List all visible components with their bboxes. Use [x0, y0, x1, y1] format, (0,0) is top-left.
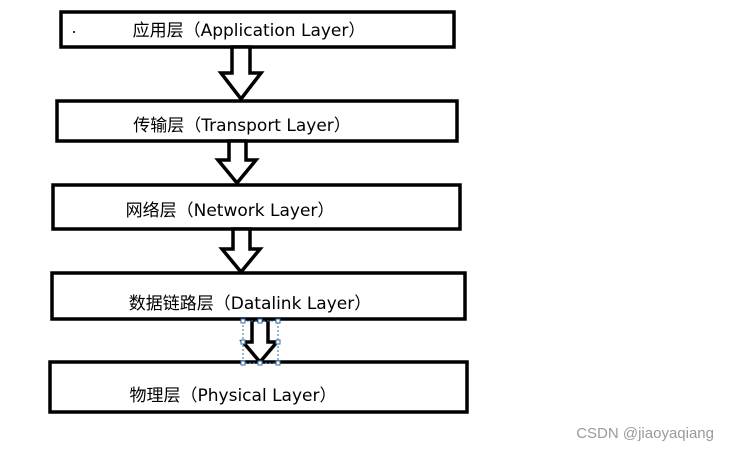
- selection-handle[interactable]: [240, 339, 246, 345]
- layer-label-transport: 传输层（Transport Layer）: [133, 116, 351, 136]
- selection-handle[interactable]: [275, 360, 281, 366]
- selection-handle[interactable]: [275, 339, 281, 345]
- hollow-down-arrow-icon: [217, 45, 265, 102]
- watermark: CSDN @jiaoyaqiang: [576, 425, 714, 442]
- layer-box-application: 应用层（Application Layer）: [59, 10, 456, 49]
- hollow-down-arrow-icon: [218, 227, 264, 275]
- layer-box-datalink: 数据链路层（Datalink Layer）: [50, 271, 467, 321]
- layer-label-network: 网络层（Network Layer）: [126, 201, 335, 221]
- selected-arrow-group[interactable]: [239, 318, 281, 366]
- stray-mark: [73, 31, 75, 33]
- selection-handle[interactable]: [257, 318, 263, 324]
- layer-box-transport: 传输层（Transport Layer）: [55, 99, 459, 143]
- layer-label-datalink: 数据链路层（Datalink Layer）: [129, 294, 371, 314]
- layer-label-physical: 物理层（Physical Layer）: [130, 386, 337, 406]
- hollow-down-arrow-icon[interactable]: [239, 318, 281, 365]
- layer-label-application: 应用层（Application Layer）: [133, 21, 366, 41]
- layer-box-network: 网络层（Network Layer）: [51, 183, 462, 231]
- hollow-down-arrow-icon: [214, 139, 260, 186]
- layer-box-physical: 物理层（Physical Layer）: [48, 360, 469, 414]
- selection-handle[interactable]: [240, 360, 246, 366]
- selection-handle[interactable]: [240, 318, 246, 324]
- selection-handle[interactable]: [257, 360, 263, 366]
- selection-handle[interactable]: [275, 318, 281, 324]
